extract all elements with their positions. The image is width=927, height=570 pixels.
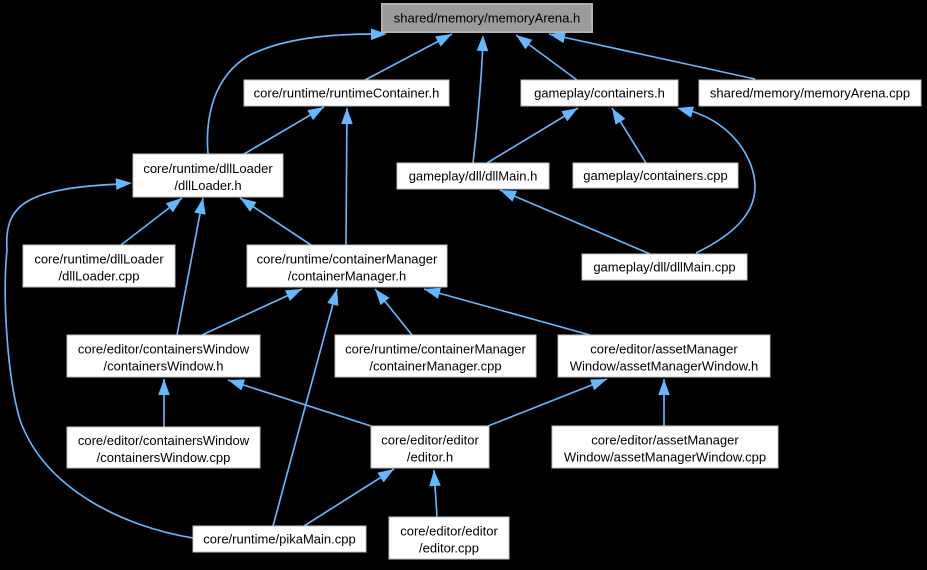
svg-text:shared/memory/memoryArena.cpp: shared/memory/memoryArena.cpp	[710, 86, 910, 101]
svg-text:/containersWindow.h: /containersWindow.h	[104, 359, 224, 374]
svg-text:core/runtime/runtimeContainer.: core/runtime/runtimeContainer.h	[254, 86, 440, 101]
svg-text:core/runtime/dllLoader: core/runtime/dllLoader	[34, 252, 164, 267]
svg-text:gameplay/dll/dllMain.h: gameplay/dll/dllMain.h	[409, 169, 538, 184]
svg-text:core/editor/containersWindow: core/editor/containersWindow	[78, 342, 250, 357]
svg-text:gameplay/containers.h: gameplay/containers.h	[534, 86, 665, 101]
svg-text:Window/assetManagerWindow.h: Window/assetManagerWindow.h	[570, 359, 759, 374]
svg-text:/dllLoader.cpp: /dllLoader.cpp	[59, 269, 140, 284]
svg-text:/containersWindow.cpp: /containersWindow.cpp	[97, 450, 231, 465]
svg-text:core/editor/editor: core/editor/editor	[381, 433, 479, 448]
svg-text:/containerManager.cpp: /containerManager.cpp	[369, 359, 501, 374]
svg-text:/editor.h: /editor.h	[407, 450, 453, 465]
svg-text:core/editor/editor: core/editor/editor	[400, 524, 498, 539]
svg-text:gameplay/containers.cpp: gameplay/containers.cpp	[583, 168, 728, 183]
svg-text:shared/memory/memoryArena.h: shared/memory/memoryArena.h	[394, 11, 580, 26]
svg-text:Window/assetManagerWindow.cpp: Window/assetManagerWindow.cpp	[564, 450, 766, 465]
svg-text:gameplay/dll/dllMain.cpp: gameplay/dll/dllMain.cpp	[593, 260, 735, 275]
svg-text:core/runtime/containerManager: core/runtime/containerManager	[345, 342, 526, 357]
svg-text:core/runtime/dllLoader: core/runtime/dllLoader	[143, 161, 273, 176]
svg-text:core/editor/assetManager: core/editor/assetManager	[590, 342, 738, 357]
svg-text:core/editor/containersWindow: core/editor/containersWindow	[78, 433, 250, 448]
svg-text:/containerManager.h: /containerManager.h	[288, 269, 407, 284]
svg-text:/dllLoader.h: /dllLoader.h	[174, 178, 241, 193]
svg-text:core/runtime/containerManager: core/runtime/containerManager	[257, 252, 438, 267]
svg-text:core/editor/assetManager: core/editor/assetManager	[591, 433, 739, 448]
svg-text:core/runtime/pikaMain.cpp: core/runtime/pikaMain.cpp	[203, 532, 355, 547]
svg-text:/editor.cpp: /editor.cpp	[419, 541, 479, 556]
